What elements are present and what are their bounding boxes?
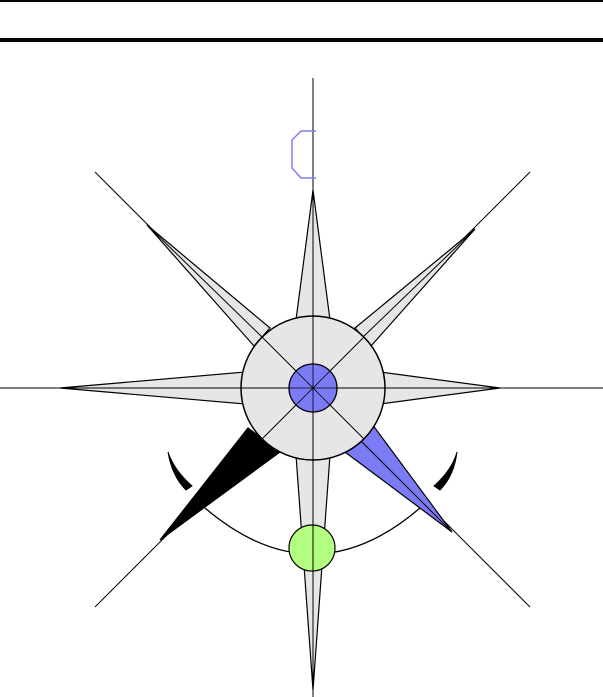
rose-point-north bbox=[296, 190, 330, 320]
rose-point-northwest bbox=[147, 225, 270, 346]
bracket-icon[interactable] bbox=[292, 131, 316, 178]
rotate-handle-left-icon[interactable] bbox=[168, 452, 192, 490]
rose-point-east bbox=[380, 372, 500, 404]
rotate-handle-right-icon[interactable] bbox=[434, 452, 457, 490]
arc-marker-handle[interactable] bbox=[289, 525, 335, 571]
rose-point-southwest bbox=[160, 428, 280, 540]
rose-point-west bbox=[60, 372, 245, 404]
rose-point-northeast bbox=[355, 229, 475, 346]
rose-point-south bbox=[296, 455, 330, 690]
